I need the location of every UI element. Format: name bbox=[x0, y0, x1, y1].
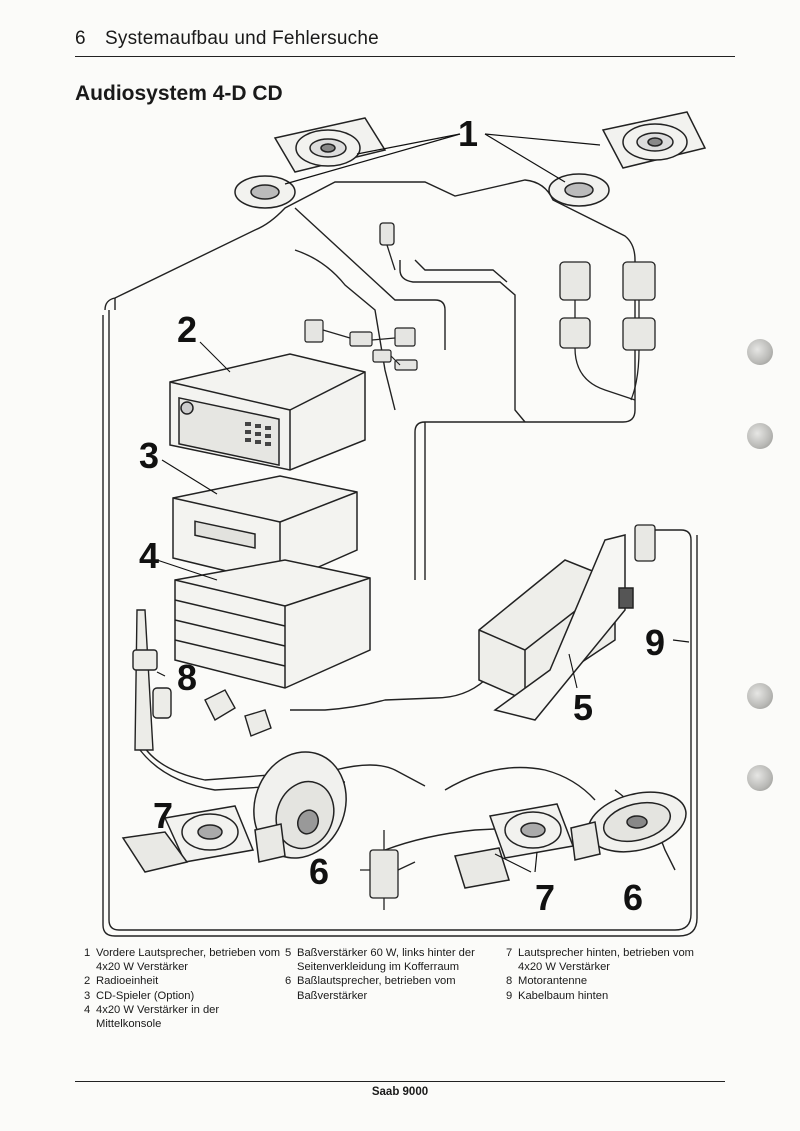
bass-speaker-right bbox=[587, 791, 687, 853]
callout-6-right: 6 bbox=[623, 877, 643, 918]
punch-hole bbox=[747, 765, 773, 791]
chapter-title: Systemaufbau und Fehlersuche bbox=[105, 28, 379, 49]
page-number: 6 bbox=[75, 28, 86, 49]
bass-speaker-left bbox=[253, 751, 347, 859]
callout-6-left: 6 bbox=[309, 851, 329, 892]
callout-3: 3 bbox=[139, 435, 159, 476]
rear-connector bbox=[634, 524, 656, 562]
rear-harness-connectors bbox=[559, 261, 656, 401]
antenna-lead bbox=[379, 222, 396, 271]
amplifier-4x20 bbox=[174, 559, 371, 689]
punch-hole bbox=[747, 339, 773, 365]
wiring-harness bbox=[104, 179, 636, 580]
page-header: 6 Systemaufbau und Fehlersuche bbox=[75, 28, 735, 50]
section-title: Audiosystem 4-D CD bbox=[75, 82, 283, 105]
audio-system-diagram: 1 2 3 4 8 5 9 7 6 7 6 bbox=[102, 111, 707, 937]
rear-speaker-right bbox=[454, 803, 601, 889]
callout-2: 2 bbox=[177, 309, 197, 350]
punch-hole bbox=[747, 423, 773, 449]
punch-hole bbox=[747, 683, 773, 709]
callout-9: 9 bbox=[645, 622, 665, 663]
motor-antenna bbox=[132, 609, 272, 751]
front-speaker-right bbox=[548, 111, 707, 207]
header-rule bbox=[75, 56, 735, 57]
bass-amplifier bbox=[478, 534, 634, 721]
cd-player bbox=[172, 475, 358, 585]
callout-7-right: 7 bbox=[535, 877, 555, 918]
page-footer: Saab 9000 bbox=[371, 1086, 429, 1098]
rear-multi-connector bbox=[360, 830, 416, 910]
footer-rule bbox=[75, 1081, 725, 1082]
callout-4: 4 bbox=[139, 535, 159, 576]
radio-connectors bbox=[304, 319, 418, 371]
callout-7-left: 7 bbox=[153, 795, 173, 836]
front-speaker-left bbox=[234, 117, 387, 209]
callout-1: 1 bbox=[458, 113, 478, 154]
rear-speaker-left bbox=[121, 805, 286, 873]
radio-unit bbox=[169, 353, 366, 471]
callout-5: 5 bbox=[573, 687, 593, 728]
callout-8: 8 bbox=[177, 657, 197, 698]
